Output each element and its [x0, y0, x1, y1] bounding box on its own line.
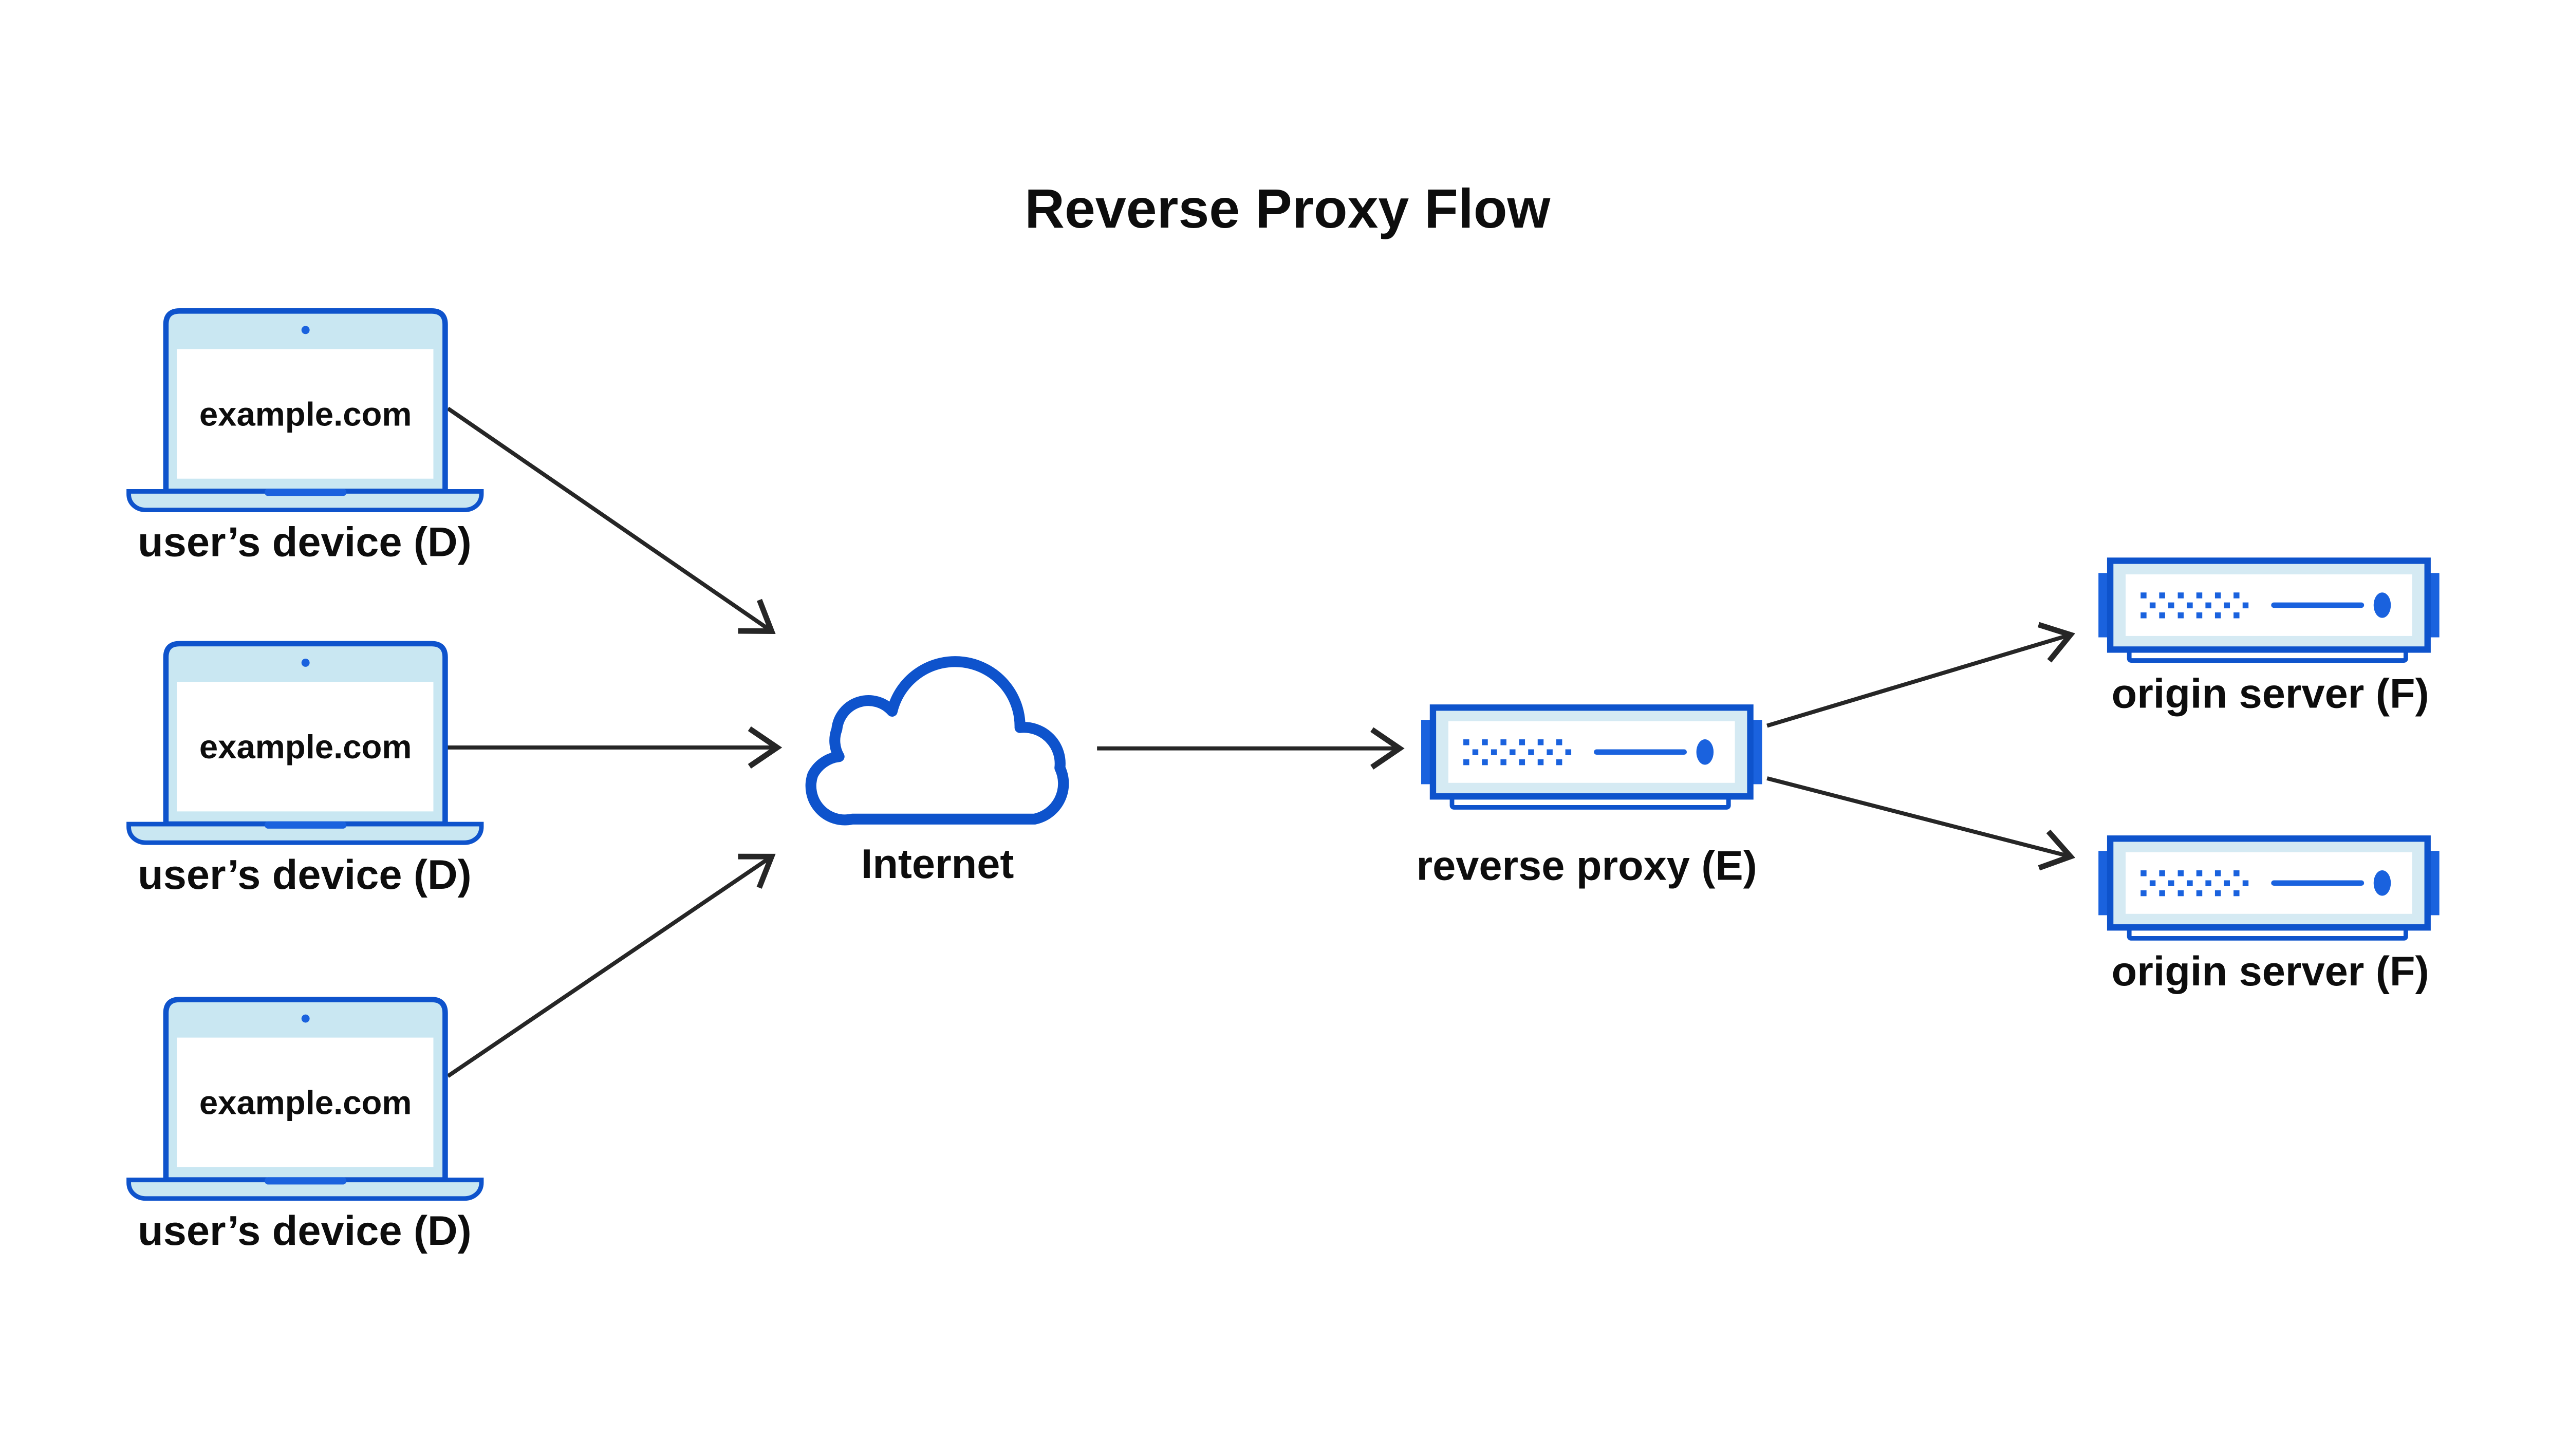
- arrow-proxy-origin1: [1766, 622, 2075, 728]
- server-icon: [1421, 707, 1762, 807]
- user-device-3: example.com user’s device (D): [129, 999, 481, 1254]
- arrow-device1-internet: [446, 406, 776, 634]
- user-device-2: example.com user’s device (D): [129, 644, 481, 898]
- device-label: user’s device (D): [138, 852, 472, 898]
- origin-server-1: origin server (F): [2098, 561, 2439, 717]
- device-label: user’s device (D): [138, 519, 472, 566]
- user-device-1: example.com user’s device (D): [129, 311, 481, 566]
- reverse-proxy: reverse proxy (E): [1416, 707, 1762, 889]
- server-icon: [2098, 561, 2439, 660]
- origin-server-label: origin server (F): [2112, 670, 2429, 717]
- device-screen-url: example.com: [199, 1084, 412, 1122]
- internet: Internet: [805, 656, 1069, 887]
- server-icon: [2098, 838, 2439, 938]
- device-screen-url: example.com: [199, 396, 412, 433]
- internet-label: Internet: [861, 841, 1014, 887]
- reverse-proxy-label: reverse proxy (E): [1416, 843, 1757, 889]
- diagram-title: Reverse Proxy Flow: [1025, 178, 1550, 239]
- arrow-proxy-origin2: [1766, 776, 2076, 871]
- origin-server-2: origin server (F): [2098, 838, 2439, 995]
- arrows: [446, 406, 2076, 1078]
- device-screen-url: example.com: [199, 728, 412, 766]
- origin-server-label: origin server (F): [2112, 948, 2429, 995]
- cloud-icon: [805, 656, 1069, 826]
- device-label: user’s device (D): [138, 1208, 472, 1254]
- arrow-device3-internet: [446, 853, 776, 1078]
